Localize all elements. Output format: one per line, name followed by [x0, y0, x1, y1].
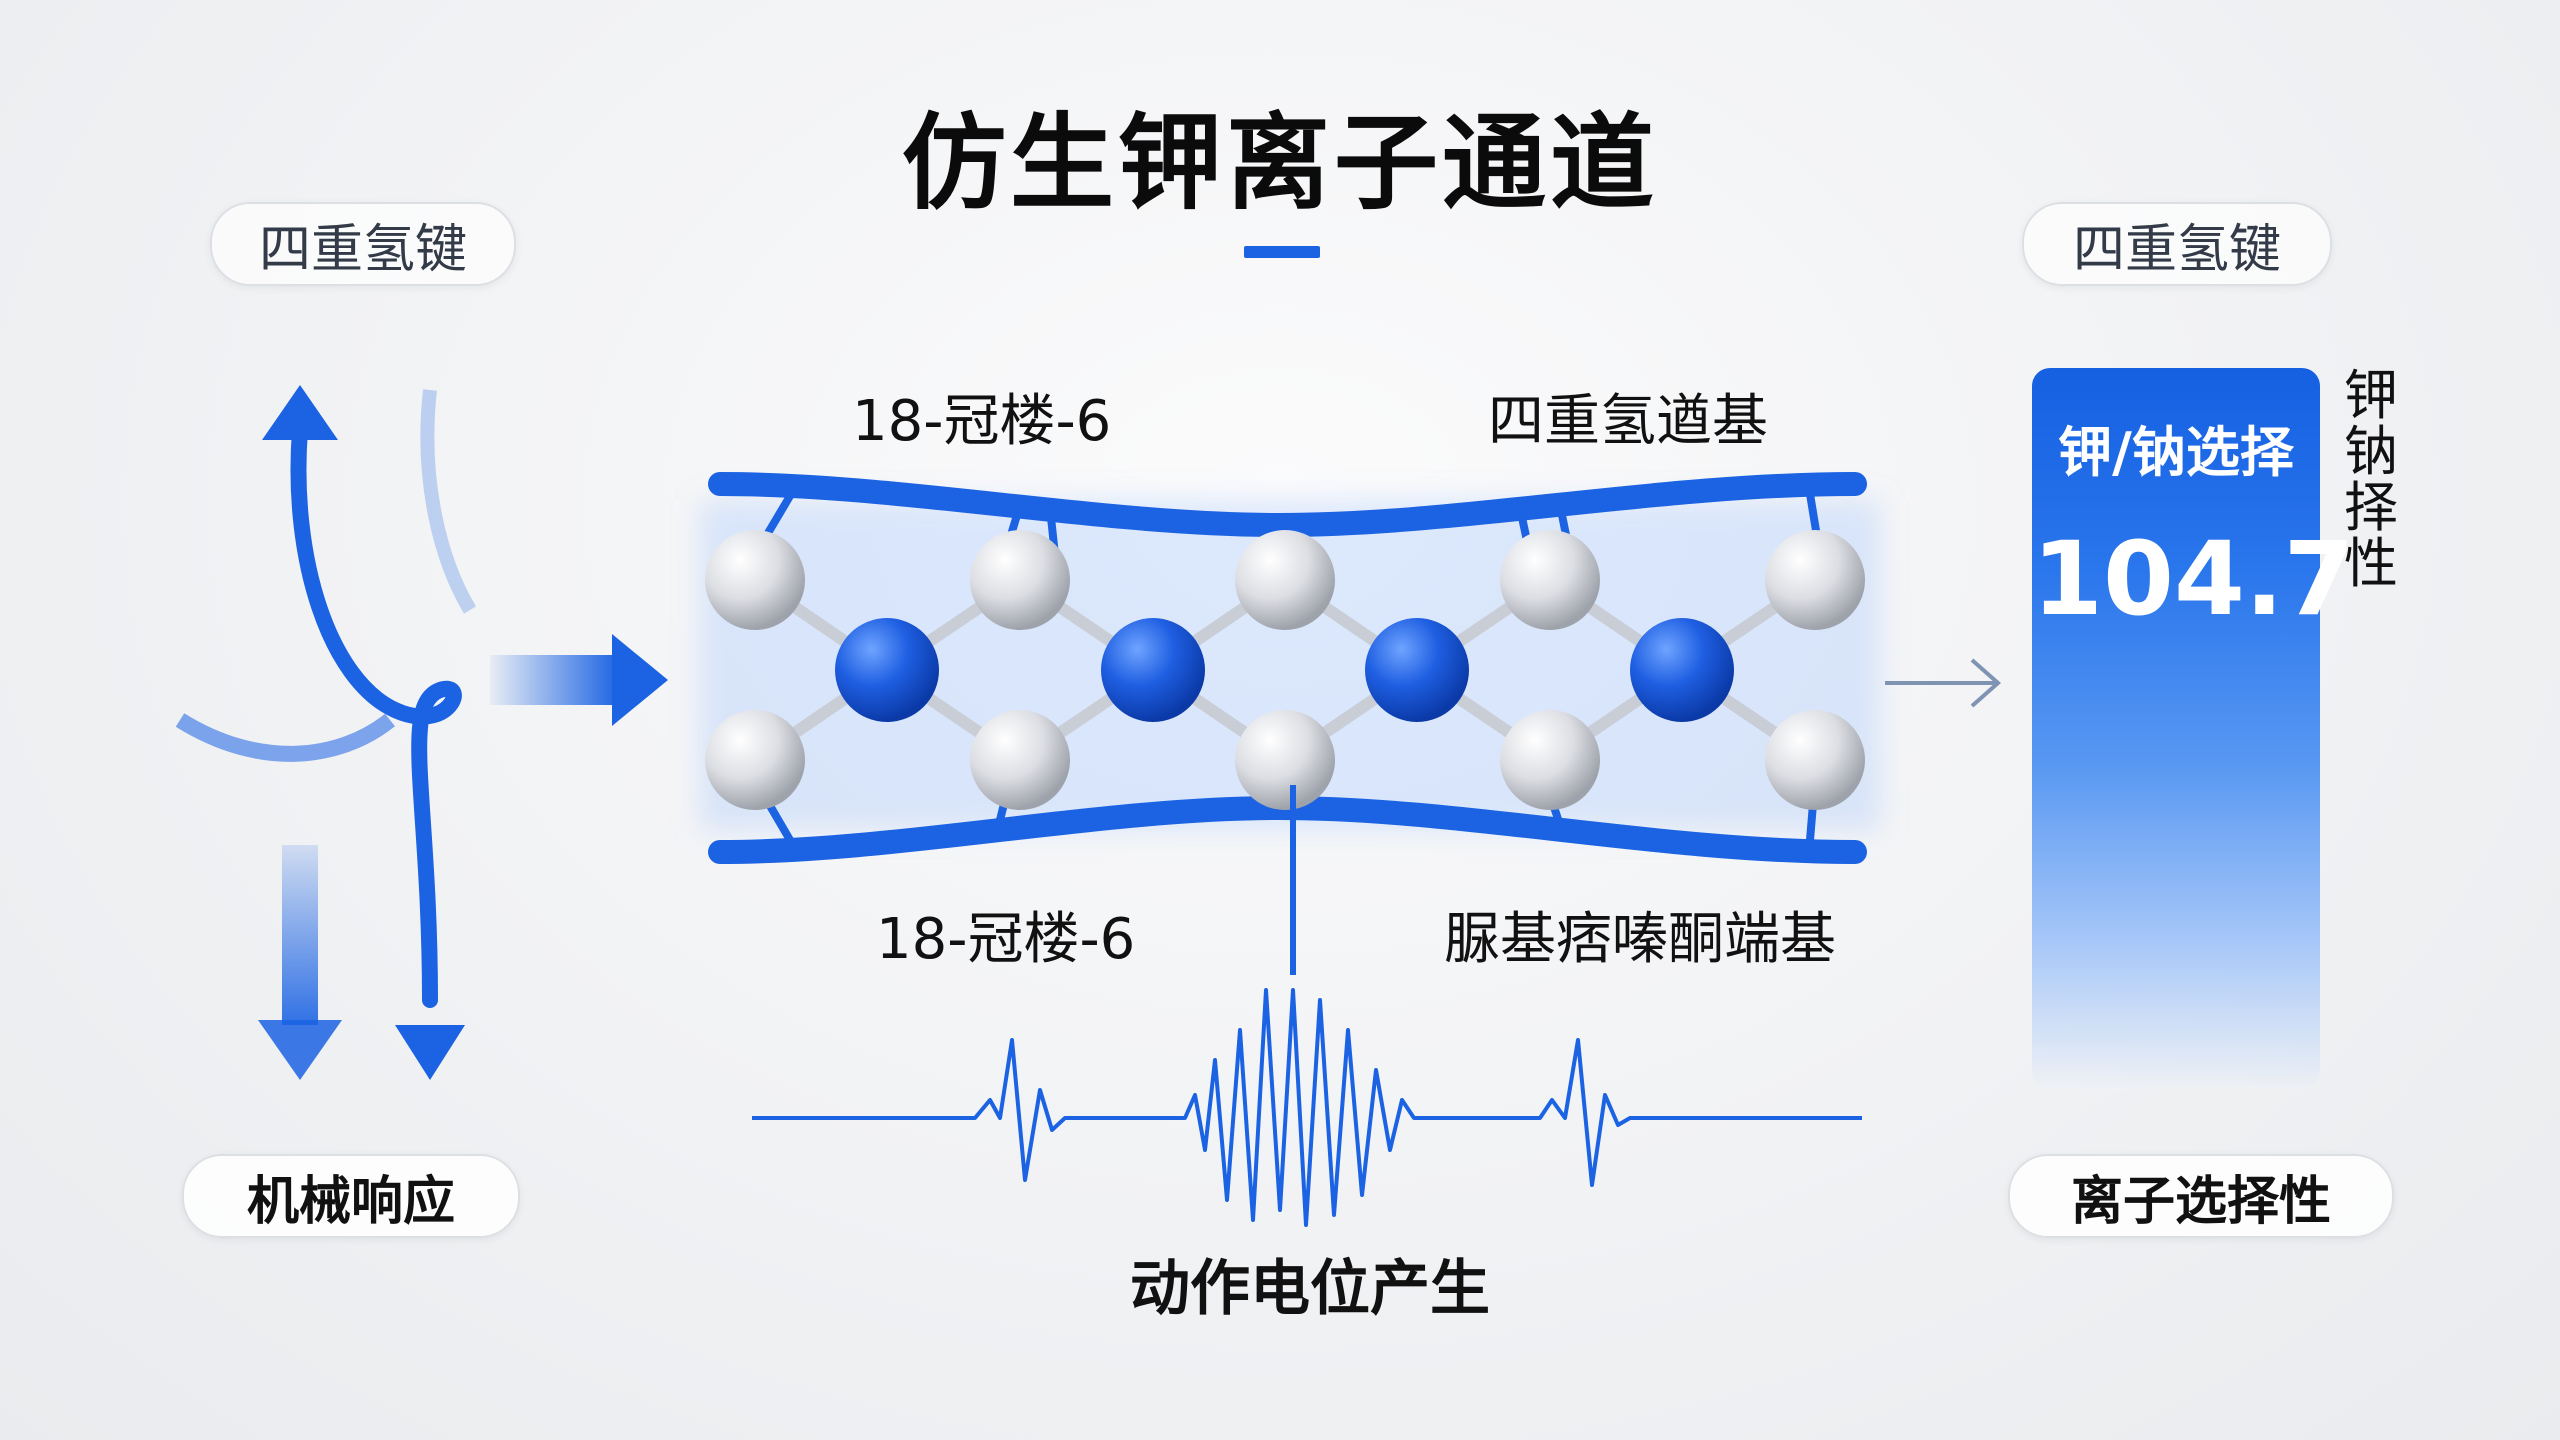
pill-top-left: 四重氢键: [210, 202, 516, 286]
side-char-2: 钠: [2344, 420, 2398, 483]
selectivity-card: [2032, 368, 2320, 1090]
side-char-1: 钾: [2344, 364, 2398, 427]
label-crown-ether-bottom: 18-冠楼-6: [876, 907, 1136, 972]
selectivity-label: 钾/钠选择: [2058, 421, 2294, 484]
gray-nodes: [705, 530, 1865, 810]
label-crown-ether-top: 18-冠楼-6: [852, 389, 1112, 454]
action-potential-waveform: [752, 988, 1862, 1227]
mechanical-arrows-icon: [175, 385, 668, 1080]
side-char-4: 性: [2344, 532, 2398, 595]
waveform-label: 动作电位产生: [1130, 1254, 1490, 1324]
pill-bottom-right: 离子选择性: [2008, 1154, 2394, 1238]
label-upy-bottom: 脲基痞嗪酮端基: [1444, 907, 1836, 972]
side-char-3: 择: [2344, 476, 2398, 539]
pill-bottom-left: 机械响应: [182, 1154, 520, 1238]
channel-top-rail: [708, 472, 1867, 538]
selectivity-value: 104.7: [2032, 520, 2355, 639]
page-title: 仿生钾离子通道: [901, 102, 1658, 224]
blue-nodes: [835, 618, 1734, 722]
title-underline: [1244, 246, 1320, 258]
pill-top-right: 四重氢键: [2022, 202, 2332, 286]
selectivity-side-text: 钾 钠 择 性: [2336, 368, 2406, 592]
label-upy-top: 四重氢遒基: [1488, 389, 1768, 454]
output-arrow-icon: [1885, 658, 2002, 708]
